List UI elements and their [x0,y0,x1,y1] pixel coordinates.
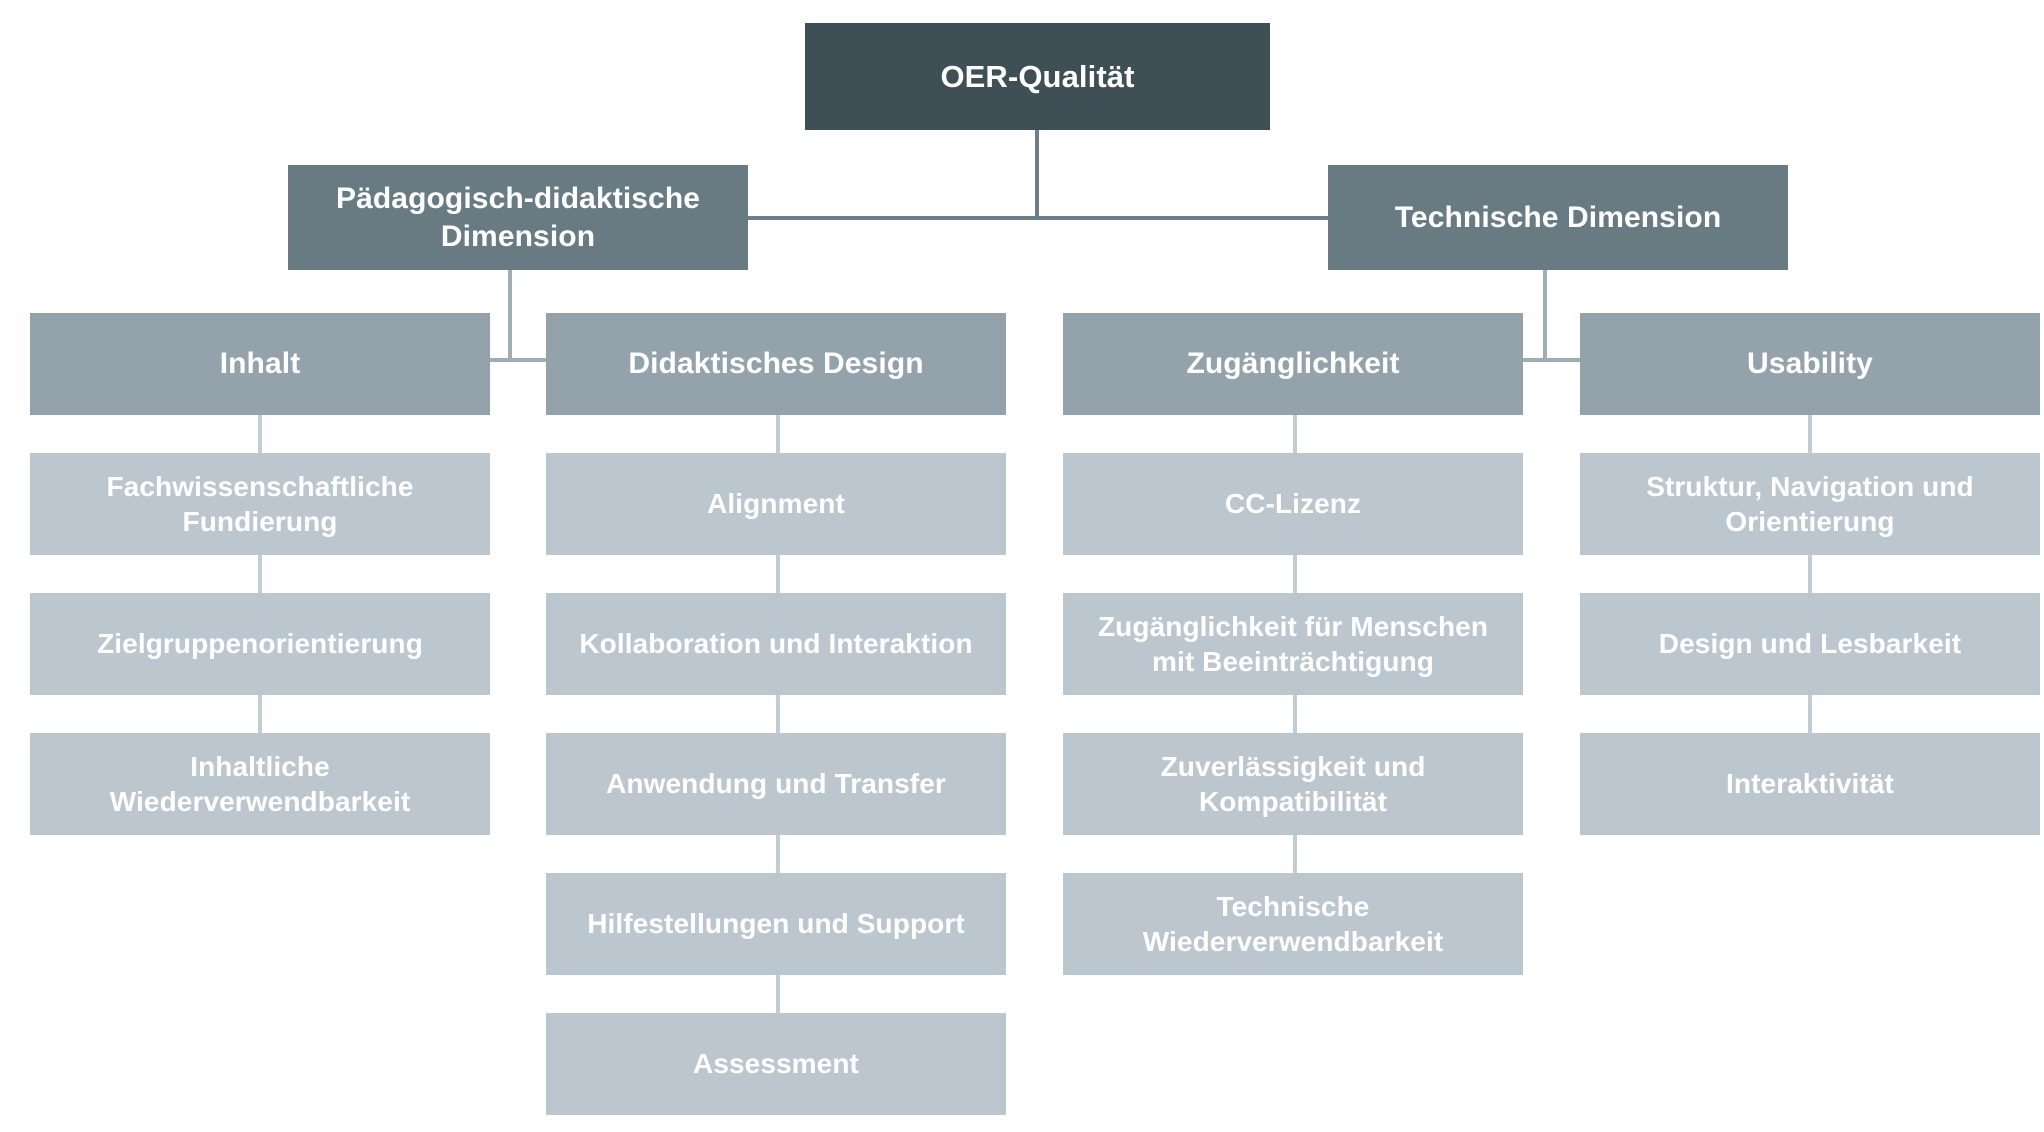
connector-c2-s1 [776,555,780,593]
node-criterion-fachwissenschaftliche-fundierung[interactable]: Fachwissenschaftliche Fundierung [30,453,490,555]
connector-root-stem [1035,130,1039,218]
connector-c3-s1 [1293,555,1297,593]
node-criterion-zugaenglichkeit-beeintraechtigung[interactable]: Zugänglichkeit für Menschen mit Beeinträ… [1063,593,1523,695]
node-criterion-assessment[interactable]: Assessment [546,1013,1006,1115]
node-category-didaktisches-design[interactable]: Didaktisches Design [546,313,1006,415]
node-criterion-cc-lizenz[interactable]: CC-Lizenz [1063,453,1523,555]
node-criterion-zuverlaessigkeit-und-kompatibilitaet[interactable]: Zuverlässigkeit und Kompatibilität [1063,733,1523,835]
connector-c3-s2 [1293,695,1297,733]
node-criterion-kollaboration-und-interaktion[interactable]: Kollaboration und Interaktion [546,593,1006,695]
connector-dim-left-bar [452,358,564,362]
node-category-usability[interactable]: Usability [1580,313,2040,415]
node-criterion-zielgruppenorientierung[interactable]: Zielgruppenorientierung [30,593,490,695]
connector-c3-s3 [1293,835,1297,873]
node-category-zugaenglichkeit[interactable]: Zugänglichkeit [1063,313,1523,415]
connector-level2-spine [748,216,1328,220]
connector-c4-s1 [1808,555,1812,593]
node-category-inhalt[interactable]: Inhalt [30,313,490,415]
node-criterion-technische-wiederverwendbarkeit[interactable]: Technische Wiederverwendbarkeit [1063,873,1523,975]
node-criterion-struktur-navigation-orientierung[interactable]: Struktur, Navigation und Orientierung [1580,453,2040,555]
connector-dim-right-bar [1487,358,1599,362]
node-criterion-hilfestellungen-und-support[interactable]: Hilfestellungen und Support [546,873,1006,975]
node-criterion-alignment[interactable]: Alignment [546,453,1006,555]
connector-c1-s0 [258,415,262,453]
node-root-oer-qualitaet[interactable]: OER-Qualität [805,23,1270,130]
connector-dim-left-stem [508,270,512,362]
connector-c2-s4 [776,975,780,1013]
node-criterion-anwendung-und-transfer[interactable]: Anwendung und Transfer [546,733,1006,835]
node-dimension-technische[interactable]: Technische Dimension [1328,165,1788,270]
connector-c1-s1 [258,555,262,593]
connector-c4-s2 [1808,695,1812,733]
connector-c3-s0 [1293,415,1297,453]
connector-c2-s0 [776,415,780,453]
connector-c2-s3 [776,835,780,873]
node-criterion-design-und-lesbarkeit[interactable]: Design und Lesbarkeit [1580,593,2040,695]
connector-dim-right-stem [1543,270,1547,362]
connector-c2-s2 [776,695,780,733]
node-criterion-inhaltliche-wiederverwendbarkeit[interactable]: Inhaltliche Wiederverwendbarkeit [30,733,490,835]
node-dimension-paedagogisch-didaktisch[interactable]: Pädagogisch-didaktische Dimension [288,165,748,270]
connector-c4-s0 [1808,415,1812,453]
node-criterion-interaktivitaet[interactable]: Interaktivität [1580,733,2040,835]
connector-c1-s2 [258,695,262,733]
